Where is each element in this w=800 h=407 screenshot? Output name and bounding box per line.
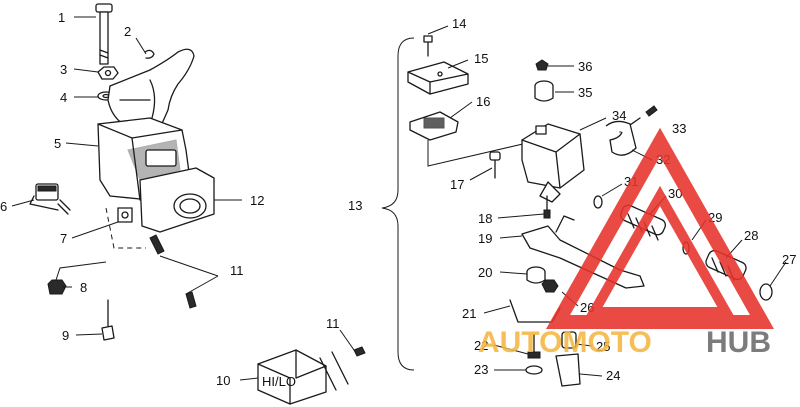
callout-9: 9: [62, 328, 69, 343]
leader-lines: [11, 16, 787, 381]
part-3-nut: [97, 66, 119, 80]
callout-11-upper: 11: [230, 263, 244, 278]
callout-24: 24: [606, 368, 620, 383]
left-assembly: HI/LO: [29, 3, 366, 405]
part-6-clamp: [29, 183, 71, 215]
watermark-brand-left: AUTOMOTO: [478, 326, 652, 359]
automotohub-watermark: AUTOMOTO HUB: [478, 127, 775, 359]
callout-35: 35: [578, 85, 592, 100]
callout-1: 1: [58, 10, 65, 25]
callout-10: 10: [216, 373, 230, 388]
part-20-bushing: [526, 266, 546, 284]
callout-16: 16: [476, 94, 490, 109]
callout-25: 25: [596, 339, 610, 354]
part-14-screw: [423, 35, 433, 57]
part-17-bolt: [489, 151, 501, 179]
part-25-switch: [561, 331, 577, 349]
right-assembly: [407, 35, 773, 387]
callout-34: 34: [612, 108, 626, 123]
part-15-cover: [407, 61, 469, 95]
callout-36: 36: [578, 59, 592, 74]
callout-11-lower: 11: [326, 316, 340, 331]
callout-5: 5: [54, 136, 61, 151]
part-23-nut: [525, 365, 543, 375]
callout-30: 30: [668, 186, 682, 201]
part-35-bushing: [534, 80, 554, 102]
part-7-pad: [117, 207, 133, 223]
callout-33: 33: [672, 121, 686, 136]
watermark-triangle-icon: [545, 127, 775, 329]
part-2-clip: [144, 49, 155, 59]
callout-20: 20: [478, 265, 492, 280]
callout-27: 27: [782, 252, 796, 267]
part-10-hi-lo-switch: HI/LO: [257, 349, 349, 405]
callout-21: 21: [462, 306, 476, 321]
callout-6: 6: [0, 199, 7, 214]
callout-8: 8: [80, 280, 87, 295]
callout-3: 3: [60, 62, 67, 77]
callout-4: 4: [60, 90, 67, 105]
callout-19: 19: [478, 231, 492, 246]
part-11-screws: [149, 234, 219, 309]
callout-12: 12: [250, 193, 264, 208]
part-9-clip: [101, 299, 115, 341]
callout-18: 18: [478, 211, 492, 226]
part-36-nut: [535, 59, 549, 71]
watermark-brand-right: HUB: [706, 326, 771, 359]
callout-14: 14: [452, 16, 466, 31]
assembly-13-brace: [381, 37, 415, 371]
part-24-plate: [555, 353, 581, 387]
part-16-gasket: [409, 111, 459, 141]
part-32-clamp: [605, 120, 637, 156]
callout-22: 22: [474, 338, 488, 353]
callout-28: 28: [744, 228, 758, 243]
switch-label: HI/LO: [262, 374, 296, 389]
part-22-bolt: [527, 333, 541, 359]
part-26-nut: [541, 279, 559, 293]
part-12-holder: [139, 167, 215, 233]
part-31-washer: [593, 195, 603, 209]
throttle-lever: [107, 48, 195, 129]
callout-15: 15: [474, 51, 488, 66]
part-8-nut: [47, 279, 67, 295]
callout-2: 2: [124, 24, 131, 39]
callout-17: 17: [450, 177, 464, 192]
part-34-cylinder-body: [521, 123, 585, 203]
part-27-ring: [759, 283, 773, 301]
callout-13: 13: [348, 198, 362, 213]
part-1-bolt: [95, 3, 113, 65]
callout-numbers: 1 2 3 4 5 6 7 8 9 10 11 11 12 13 14 15 1…: [0, 10, 796, 388]
callout-7: 7: [60, 231, 67, 246]
callout-23: 23: [474, 362, 488, 377]
